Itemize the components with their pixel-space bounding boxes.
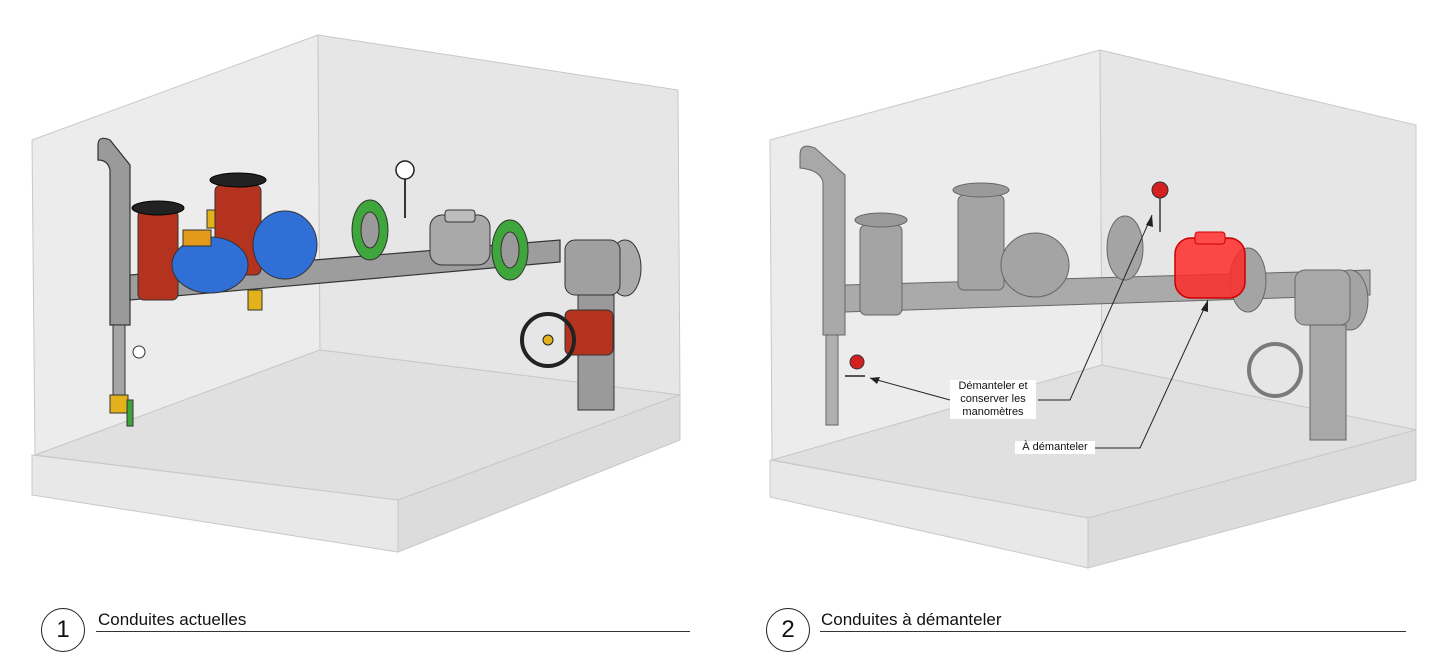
gray-flange-1 [1106,215,1144,281]
down-pipe [1309,324,1347,441]
gate-valve-handwheel [520,312,576,368]
drain-handle-green [126,399,134,427]
callout-dismantle: À démanteler [1015,441,1095,454]
yellow-test-valve [247,289,263,311]
leader-dismantle [1095,299,1209,449]
caption-panel-1: 1 Conduites actuelles [0,600,720,660]
gray-handwheel-1 [854,212,908,228]
callout-keep-gauges: Démanteler et conserver les manomètres [950,380,1036,419]
blue-strainer-body-2 [252,210,318,280]
panel-number-1: 1 [41,608,85,652]
highlighted-check-valve-cap [1194,231,1226,245]
red-gauge-lower [849,354,865,370]
panel-current-piping: 1 Conduites actuelles [0,0,720,659]
tee-fitting [1294,269,1351,326]
tee-fitting [564,239,621,296]
panel-number-2: 2 [766,608,810,652]
red-gate-valve [564,309,614,356]
caption-rule-2 [820,631,1406,632]
gray-valve-body-2 [957,194,1005,291]
room-illustration-dismantle [769,49,1417,569]
green-flange-2-inner [500,231,520,269]
room-slab-right [397,394,681,553]
red-gauge-upper [1151,181,1169,199]
drain-pipe [825,334,839,426]
orange-fitting [182,229,212,247]
leader-gauge-lower [869,377,951,401]
room-illustration-current [31,34,681,553]
red-valve-handwheel-1 [131,200,185,216]
caption-panel-2: 2 Conduites à démanteler [720,600,1440,660]
small-gauge-left [132,345,146,359]
arrow-gauge-upper [1146,215,1153,227]
caption-rule-1 [96,631,690,632]
highlighted-check-valve [1174,237,1246,299]
red-valve-body-1 [137,209,179,301]
panel-title-2: Conduites à démanteler [821,610,1002,629]
gray-valve-body-1 [859,224,903,316]
panel-title-1: Conduites actuelles [98,610,247,629]
gray-strainer [1000,232,1070,298]
leader-gauge-upper [1038,214,1153,401]
room-slab-right [1087,429,1417,569]
drain-pipe [112,324,126,396]
yellow-fitting-top [206,209,216,229]
red-valve-handwheel-2 [209,172,267,188]
gate-valve-handwheel [1247,342,1303,398]
gray-check-valve-cap [444,209,476,223]
arrow-dismantle [1201,300,1208,312]
gray-handwheel-2 [952,182,1010,198]
pressure-gauge [395,160,415,180]
panel-piping-to-dismantle: Démanteler et conserver les manomètres À… [720,0,1440,659]
room-back-wall-right [1099,49,1417,431]
drain-valve-yellow [109,394,129,414]
green-flange-1-inner [360,211,380,249]
gate-valve-hub [542,334,554,346]
arrow-gauge-lower [870,377,880,384]
